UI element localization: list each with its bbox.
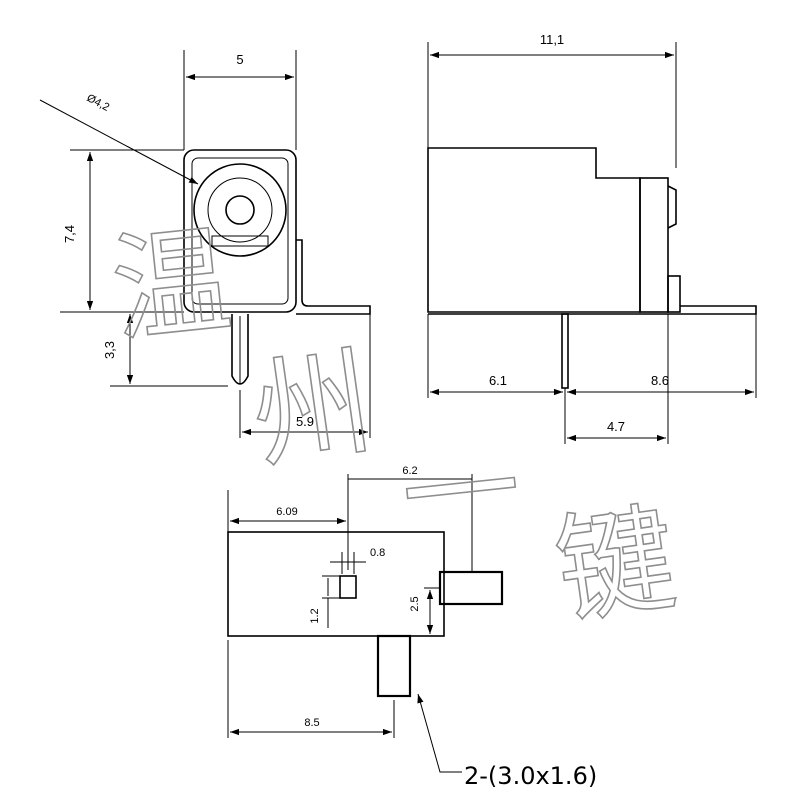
footprint-body xyxy=(227,531,445,637)
dim-tab-offset: 2.5 xyxy=(409,596,421,611)
tab-callout: 2-(3.0x1.6) xyxy=(464,762,597,790)
dim-pad-height: 1.2 xyxy=(309,608,321,623)
front-body xyxy=(427,147,641,313)
dim-front-left: 6.1 xyxy=(489,373,507,388)
dim-bottom-offset: 6.2 xyxy=(402,465,417,477)
watermark: 温 州 一 键 xyxy=(105,209,685,642)
socket-hole xyxy=(225,195,255,225)
watermark-char-4: 键 xyxy=(548,488,684,641)
footprint-side-tab xyxy=(438,570,504,606)
footprint-pad xyxy=(339,575,357,599)
dim-pad-width: 0.8 xyxy=(370,547,385,559)
watermark-char-2: 州 xyxy=(244,332,380,485)
side-view: 5 Ø4,2 7,4 3,3 5.9 xyxy=(39,50,371,438)
footprint-view: 6.2 6.09 0.8 1.2 2.5 8.5 2-(3.0x1.6) xyxy=(227,465,597,790)
dim-front-pin: 4.7 xyxy=(607,419,625,434)
dim-bottom-base: 8.5 xyxy=(304,717,319,729)
side-body xyxy=(183,149,297,313)
socket-outer-ring xyxy=(193,163,287,257)
dim-side-width: 5 xyxy=(236,52,243,67)
dim-front-right: 8.6 xyxy=(651,373,669,388)
dim-hole-diameter: Ø4,2 xyxy=(85,92,112,114)
watermark-char-3: 一 xyxy=(395,418,527,568)
dim-front-width: 11,1 xyxy=(540,32,564,47)
dim-side-base: 5.9 xyxy=(296,414,314,429)
dim-pin-length: 3,3 xyxy=(102,341,117,359)
footprint-bottom-tab xyxy=(376,634,412,698)
front-pin xyxy=(561,313,569,389)
dim-bottom-left: 6.09 xyxy=(276,506,297,518)
watermark-char-1: 温 xyxy=(106,210,238,360)
front-view: 11,1 6.1 8.6 4.7 xyxy=(427,32,757,444)
dim-side-height: 7,4 xyxy=(62,225,77,243)
